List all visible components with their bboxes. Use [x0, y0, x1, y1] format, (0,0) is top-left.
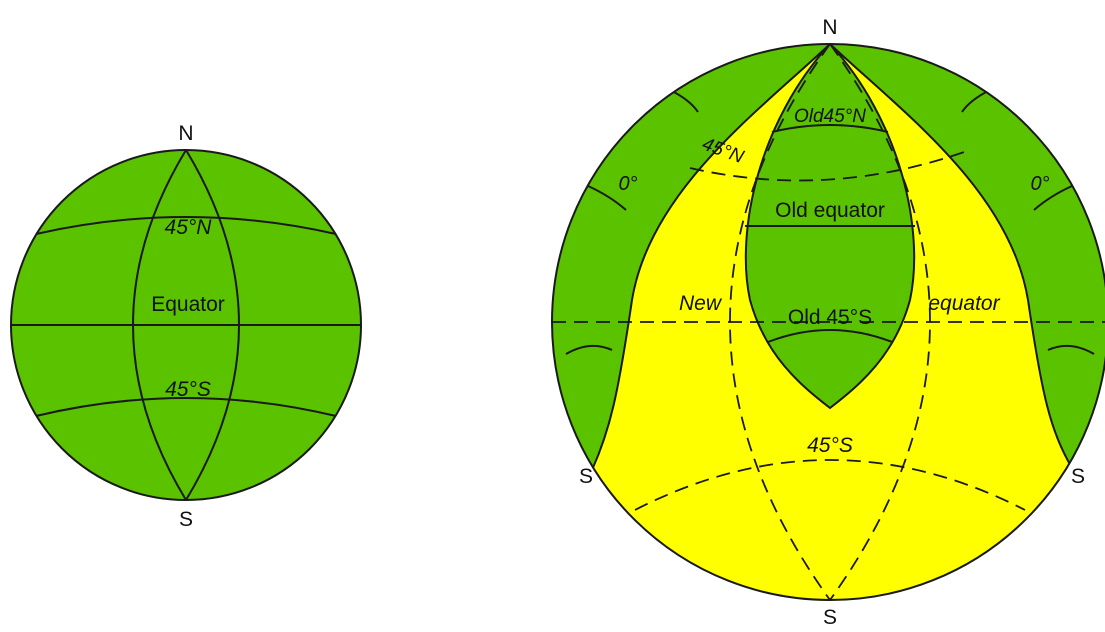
right-south-right-label: S — [1071, 465, 1085, 488]
left-latitude-45n — [35, 216, 337, 235]
left-45n-label: 45°N — [165, 216, 213, 239]
old-equator-label: Old equator — [775, 199, 885, 222]
old-45s-label: Old 45°S — [788, 306, 872, 329]
old-meridian-right-mid — [1033, 185, 1073, 211]
right-north-label: N — [822, 16, 837, 39]
left-latitude-45s — [35, 397, 337, 417]
old-45n-label: Old45°N — [794, 106, 866, 127]
right-south-bottom-label: S — [823, 606, 837, 629]
meridian-left-label: 0° — [618, 173, 637, 195]
new-45s-line — [634, 459, 1026, 511]
right-globe: N S S S Old45°N 45°N 0° 0° Old equator N… — [551, 16, 1105, 629]
right-south-left-label: S — [579, 465, 593, 488]
equator-label: equator — [928, 292, 1000, 315]
old-45s-line — [767, 329, 893, 343]
old-meridian-right-low — [1047, 344, 1095, 355]
old-meridian-left-low — [565, 344, 613, 355]
old-meridian-left-mid — [587, 185, 627, 211]
new-45s-label: 45°S — [807, 434, 853, 457]
left-south-label: S — [179, 508, 193, 531]
old-45n-line — [771, 124, 889, 133]
meridian-right-label: 0° — [1030, 173, 1049, 195]
right-globe-outline — [551, 43, 1105, 601]
left-equator-label: Equator — [151, 293, 225, 316]
new-label: New — [679, 292, 723, 315]
new-meridian-west — [729, 44, 831, 600]
left-45s-label: 45°S — [165, 378, 211, 401]
new-meridian-east — [829, 44, 931, 600]
left-globe: N S 45°N Equator 45°S — [10, 122, 362, 531]
left-north-label: N — [178, 122, 193, 145]
new-45n-line — [689, 149, 971, 182]
